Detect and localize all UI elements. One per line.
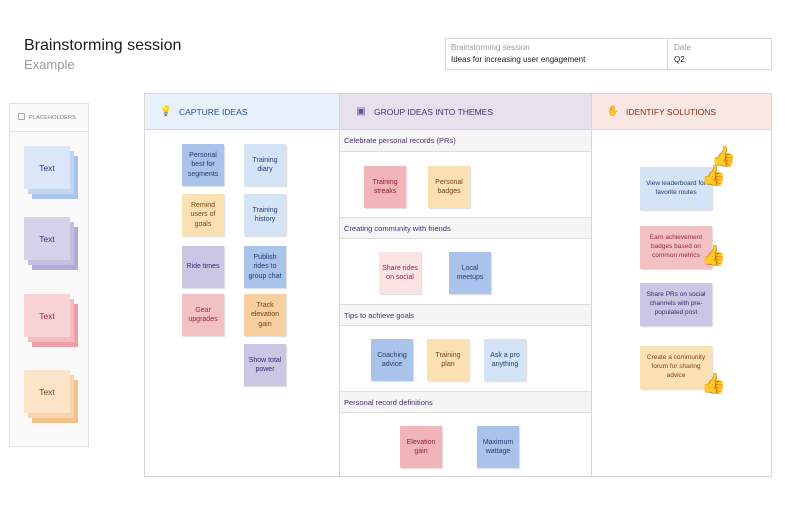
placeholder-text: Text	[24, 294, 70, 337]
sticky-note[interactable]: Coaching advice	[371, 339, 413, 381]
brainstorm-board: 💡CAPTURE IDEAS ▣GROUP IDEAS INTO THEMES …	[144, 93, 772, 477]
placeholder-text: Text	[24, 146, 70, 189]
sticky-note[interactable]: Create a community forum for sharing adv…	[640, 346, 712, 389]
sticky-note[interactable]: Maximum wattage	[477, 426, 519, 468]
placeholder-stack-purple[interactable]: Text	[24, 217, 84, 272]
sticky-note[interactable]: Personal best for segments	[182, 144, 224, 186]
page-subtitle: Example	[24, 57, 75, 72]
date-label: Date	[674, 43, 691, 52]
column-header-capture[interactable]: 💡 CAPTURE IDEAS	[145, 94, 339, 130]
sticky-note[interactable]: Training history	[244, 194, 286, 236]
sticky-note[interactable]: Ride times	[182, 246, 224, 288]
theme-header[interactable]: Tips to achieve goals	[340, 304, 591, 326]
placeholder-stack-peach[interactable]: Text	[24, 370, 84, 425]
placeholder-stack-pink[interactable]: Text	[24, 294, 84, 349]
sticky-note[interactable]: Training plan	[427, 339, 469, 381]
column-label: GROUP IDEAS INTO THEMES	[374, 106, 494, 117]
sticky-note-icon	[18, 113, 25, 120]
column-label: IDENTIFY SOLUTIONS	[626, 106, 717, 117]
session-value: Ideas for increasing user engagement	[451, 55, 586, 64]
sticky-note[interactable]: View leaderboard for favorite routes	[640, 167, 712, 210]
session-info-table: Brainstorming session Ideas for increasi…	[445, 38, 772, 70]
sticky-note[interactable]: Elevation gain	[400, 426, 442, 468]
sticky-note[interactable]: Share PRs on social channels with pre-po…	[640, 283, 712, 326]
sticky-note[interactable]: Gear upgrades	[182, 294, 224, 336]
placeholders-heading: PLACEHOLDERS	[18, 113, 76, 121]
page-title: Brainstorming session	[24, 37, 182, 54]
sticky-note[interactable]: Track elevation gain	[244, 294, 286, 336]
column-divider	[339, 130, 340, 476]
hand-icon: ✋	[606, 106, 620, 117]
date-cell[interactable]: Date Q2	[669, 39, 771, 69]
column-header-solutions[interactable]: ✋ IDENTIFY SOLUTIONS	[591, 94, 771, 130]
column-label: CAPTURE IDEAS	[179, 106, 248, 117]
placeholder-text: Text	[24, 217, 70, 260]
sticky-note[interactable]: Earn achievement badges based on common …	[640, 226, 712, 269]
lightbulb-icon: 💡	[159, 106, 173, 117]
sticky-note[interactable]: Remind users of goals	[182, 194, 224, 236]
date-value: Q2	[674, 55, 685, 64]
sticky-note[interactable]: Ask a pro anything	[484, 339, 526, 381]
thumbs-up-icon: 👍	[711, 146, 736, 168]
thumbs-up-icon: 👍	[701, 165, 726, 187]
session-cell[interactable]: Brainstorming session Ideas for increasi…	[446, 39, 668, 69]
sticky-note[interactable]: Share rides on social	[379, 252, 421, 294]
column-header-group[interactable]: ▣ GROUP IDEAS INTO THEMES	[339, 94, 591, 130]
sticky-note[interactable]: Training streaks	[364, 166, 406, 208]
sticky-note[interactable]: Show total power	[244, 344, 286, 386]
placeholders-heading-label: PLACEHOLDERS	[29, 115, 77, 121]
sticky-note[interactable]: Training diary	[244, 144, 286, 186]
thumbs-up-icon: 👍	[701, 373, 726, 395]
sticky-note[interactable]: Local meetups	[449, 252, 491, 294]
divider	[10, 131, 88, 132]
theme-header[interactable]: Personal record definitions	[340, 391, 591, 413]
placeholders-panel: PLACEHOLDERS Text Text Text Text	[9, 103, 89, 447]
session-label: Brainstorming session	[451, 43, 530, 52]
column-divider	[591, 130, 592, 476]
group-icon: ▣	[356, 106, 366, 117]
thumbs-up-icon: 👍	[701, 245, 726, 267]
sticky-note[interactable]: Publish rides to group chat	[244, 246, 286, 288]
sticky-note[interactable]: Personal badges	[428, 166, 470, 208]
placeholder-text: Text	[24, 370, 70, 413]
placeholder-stack-blue[interactable]: Text	[24, 146, 84, 201]
theme-header[interactable]: Celebrate personal records (PRs)	[340, 130, 591, 152]
theme-header[interactable]: Creating community with friends	[340, 217, 591, 239]
